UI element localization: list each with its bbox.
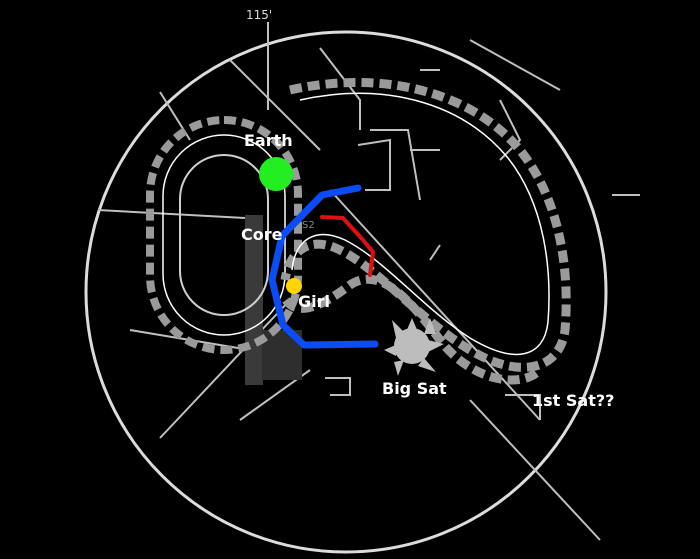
scale-label: 115' [246,8,272,22]
big-sat-label: Big Sat [382,379,447,398]
outer-boundary [84,30,608,554]
blue-route [268,184,379,349]
big-sat-icon [384,318,444,376]
first-sat-label: 1st Sat?? [532,391,614,410]
partial-label: S2 [302,220,315,231]
girl-label: Girl [298,292,330,311]
right-track [280,78,571,385]
earth-label: Earth [244,131,293,150]
girl-marker [286,278,302,294]
red-route [320,215,375,277]
core-label: Core [241,225,283,244]
earth-marker [259,157,293,191]
